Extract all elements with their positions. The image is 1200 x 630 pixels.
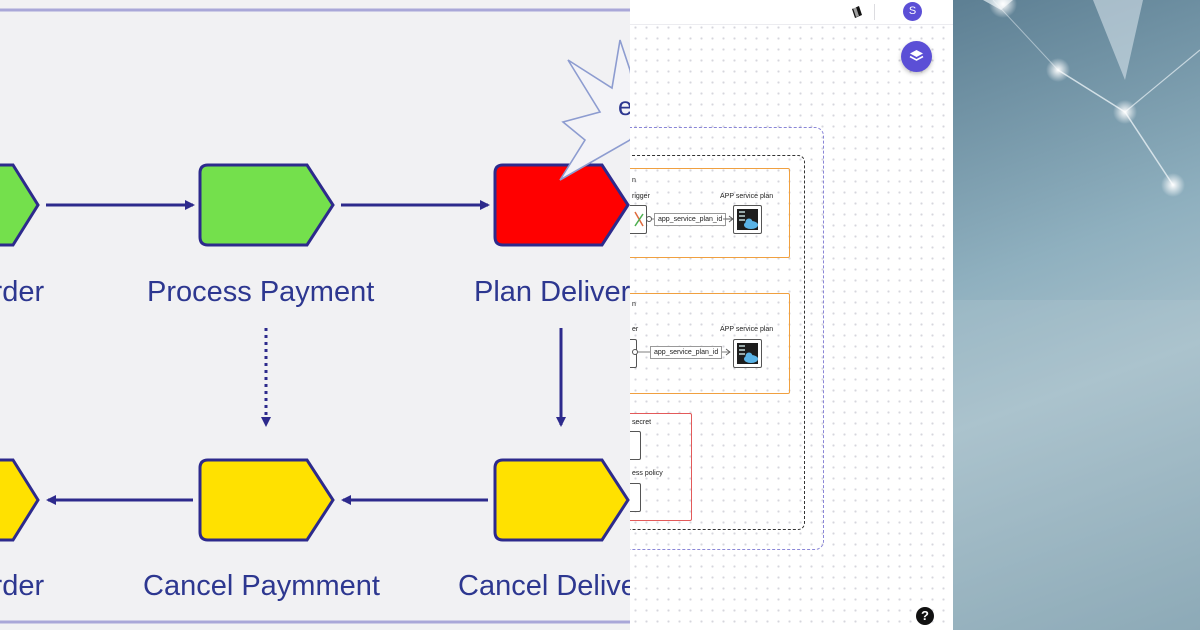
step-cancel-order [0,458,40,542]
app-service-plan-icon-2[interactable] [733,339,762,368]
key-vault-policy-label: ess policy [632,470,663,477]
group-2-title: n [632,301,636,308]
architecture-canvas[interactable]: S n rigger APP service plan app_service_… [630,0,953,630]
group-2-plan-label: APP service plan [720,326,774,333]
group-1-connection-label[interactable]: app_service_plan_id [654,213,727,226]
error-burst-text: e [618,91,630,121]
key-vault-secret-label: secret [632,419,652,426]
account-icon[interactable] [850,5,864,19]
inner-resource-group-boundary[interactable] [630,155,805,530]
group-1-trigger-label: rigger [632,193,650,200]
layers-button[interactable] [901,41,932,72]
step-process-payment [198,163,335,247]
group-1-plan-label: APP service plan [720,193,774,200]
step-cancel-payment [198,458,335,542]
step-cancel-delivery [493,458,630,542]
step-plan-delivery [493,163,630,247]
label-process-payment: Process Payment [147,276,375,308]
layers-icon [909,50,924,61]
label-cancel-delivery: Cancel Deliver [458,570,630,602]
saga-diagram: e Order Process Payment Plan Deliver Ord… [0,0,630,630]
top-bar-divider [874,4,875,20]
key-vault-secret-icon[interactable] [630,431,641,460]
saga-diagram-graphics: e [0,8,630,624]
outer-resource-group-boundary[interactable] [630,127,824,550]
label-plan-delivery: Plan Deliver [474,276,630,308]
app-service-group-2[interactable] [630,293,790,394]
user-avatar[interactable]: S [903,2,922,21]
help-icon[interactable]: ? [916,607,934,625]
label-cancel-payment: Cancel Paymment [143,570,380,602]
app-service-group-1[interactable] [630,168,790,258]
group-2-trigger-label: er [632,326,639,333]
label-cancel-order: Order [0,570,45,602]
decorative-background-image [953,0,1200,630]
label-place-order: Order [0,276,45,308]
group-1-title: n [632,177,636,184]
key-vault-group[interactable] [630,413,692,521]
key-vault-policy-icon[interactable] [630,483,641,512]
step-place-order [0,163,40,247]
network-lines-graphic [953,0,1200,630]
group-2-connection-label[interactable]: app_service_plan_id [650,346,723,359]
error-burst-shape [559,39,630,181]
canvas-top-bar: S [630,0,953,25]
app-service-plan-icon-1[interactable] [733,205,762,234]
